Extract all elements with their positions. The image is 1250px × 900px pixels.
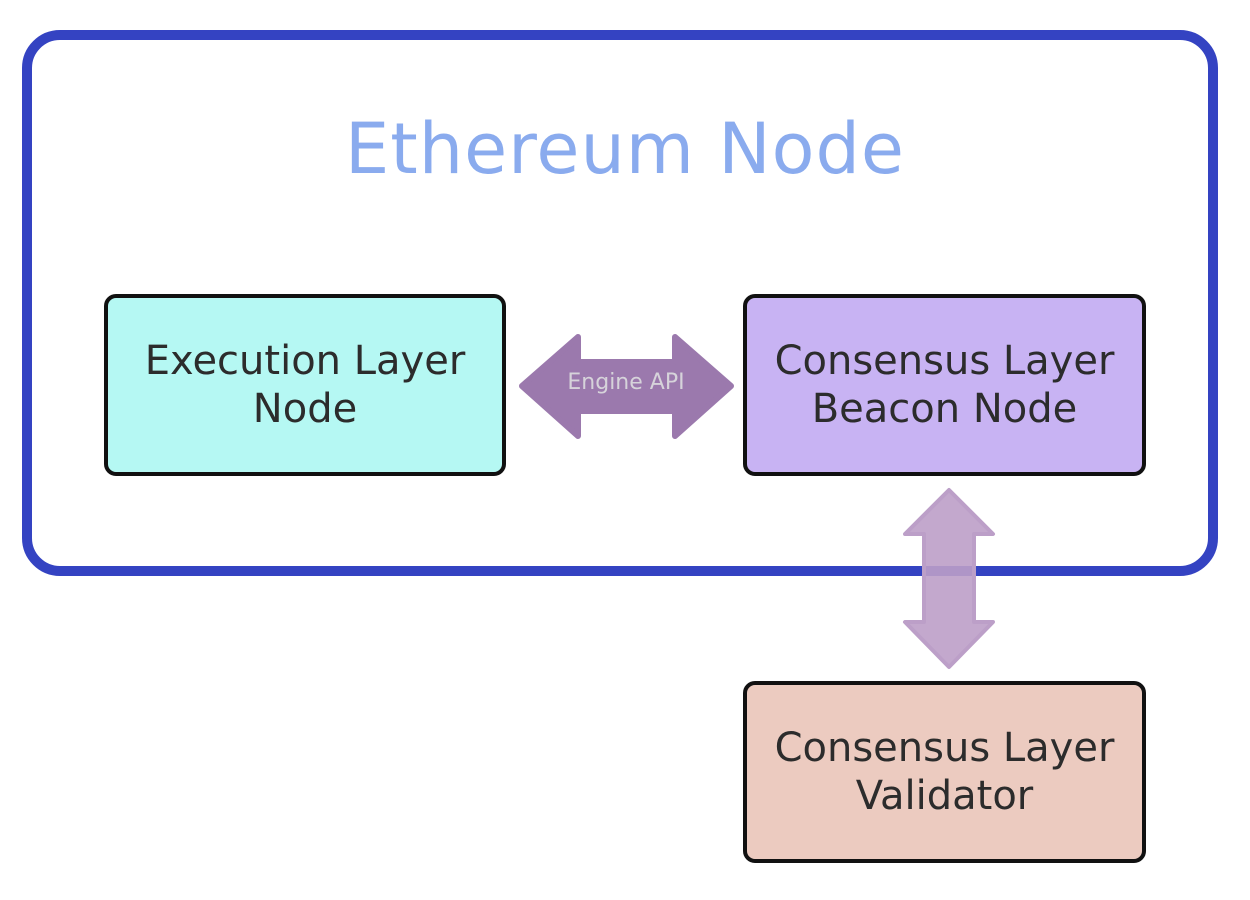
consensus-validator-box: Consensus Layer Validator: [743, 681, 1146, 863]
consensus-beacon-node-label: Consensus Layer Beacon Node: [774, 338, 1115, 432]
execution-layer-node-label: Execution Layer Node: [144, 338, 466, 432]
execution-layer-node-box: Execution Layer Node: [104, 294, 506, 476]
diagram-title: Ethereum Node: [345, 108, 905, 190]
ethereum-node-frame: [22, 30, 1218, 576]
engine-api-label: Engine API: [567, 370, 685, 395]
consensus-validator-label: Consensus Layer Validator: [774, 725, 1115, 819]
consensus-beacon-node-box: Consensus Layer Beacon Node: [743, 294, 1146, 476]
